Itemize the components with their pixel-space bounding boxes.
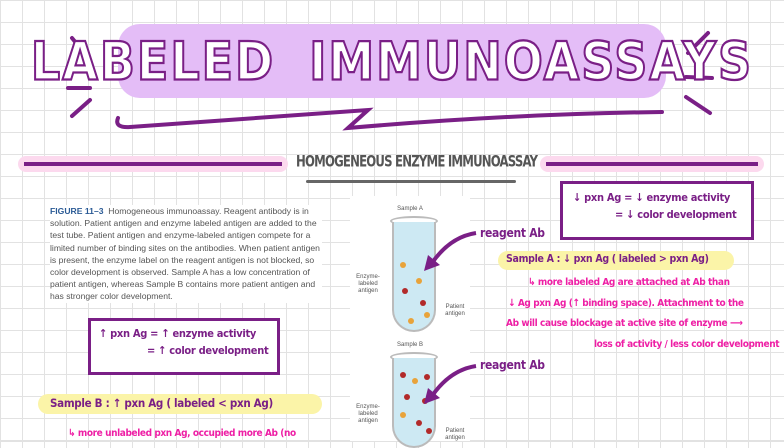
sample-b-label: Sample B xyxy=(396,342,423,348)
reagent-ab-label: reagent Ab xyxy=(480,358,545,372)
sample-b-heading: Sample B : ↑ pxn Ag ( labeled < pxn Ag) xyxy=(38,394,322,414)
patient-label: Patient antigen xyxy=(445,304,465,317)
sample-a-heading: Sample A : ↓ pxn Ag ( labeled > pxn Ag) xyxy=(498,251,734,270)
box-line: = ↑ color development xyxy=(147,344,269,357)
title-underline xyxy=(115,107,664,131)
sample-a-label: Sample A xyxy=(397,206,423,212)
patient-label: Patient antigen xyxy=(445,428,465,441)
sample-a-note: loss of activity / less color developmen… xyxy=(594,339,780,350)
header-band-right xyxy=(540,156,764,172)
figure-image: Sample A Enzyme-labeled antigen Patient … xyxy=(350,196,470,448)
page-title: LABELED IMMUNOASSAYS xyxy=(30,24,752,98)
figure-caption: FIGURE 11–3 Homogeneous immunoassay. Rea… xyxy=(50,205,322,303)
enzyme-label: Enzyme-labeled antigen xyxy=(356,274,380,294)
section-header: HOMOGENEOUS ENZYME IMMUNOASSAY xyxy=(296,153,538,172)
burst-left-icon xyxy=(66,36,92,118)
caption-text: Homogeneous immunoassay. Reagent antibod… xyxy=(50,206,320,302)
sample-b-note: ↳ more unlabeled pxn Ag, occupied more A… xyxy=(68,428,296,439)
box-line: ↓ pxn Ag = ↓ enzyme activity xyxy=(573,191,731,204)
reagent-ab-label: reagent Ab xyxy=(480,226,545,240)
title-word: IMMUNOASSAYS xyxy=(308,29,754,93)
arrow-icon xyxy=(424,364,477,404)
title-word: LABELED xyxy=(30,29,276,93)
tube-sample-b xyxy=(392,358,436,448)
sample-a-note: Ab will cause blockage at active site of… xyxy=(506,318,743,329)
header-band-left xyxy=(18,156,288,172)
box-line: = ↓ color development xyxy=(615,208,737,221)
burst-right-icon xyxy=(684,31,714,115)
sample-a-note: ↳ more labeled Ag are attached at Ab tha… xyxy=(528,277,730,288)
sample-a-note: ↓ Ag pxn Ag (↑ binding space). Attachmen… xyxy=(508,298,744,309)
arrow-icon xyxy=(424,231,477,271)
decrease-summary-box: ↓ pxn Ag = ↓ enzyme activity = ↓ color d… xyxy=(560,181,754,240)
increase-summary-box: ↑ pxn Ag = ↑ enzyme activity = ↑ color d… xyxy=(88,318,280,375)
figure-label: FIGURE 11–3 xyxy=(50,206,104,216)
enzyme-label: Enzyme-labeled antigen xyxy=(356,404,380,424)
box-line: ↑ pxn Ag = ↑ enzyme activity xyxy=(99,327,257,340)
section-underline xyxy=(306,180,516,183)
tube-sample-a xyxy=(392,222,436,332)
